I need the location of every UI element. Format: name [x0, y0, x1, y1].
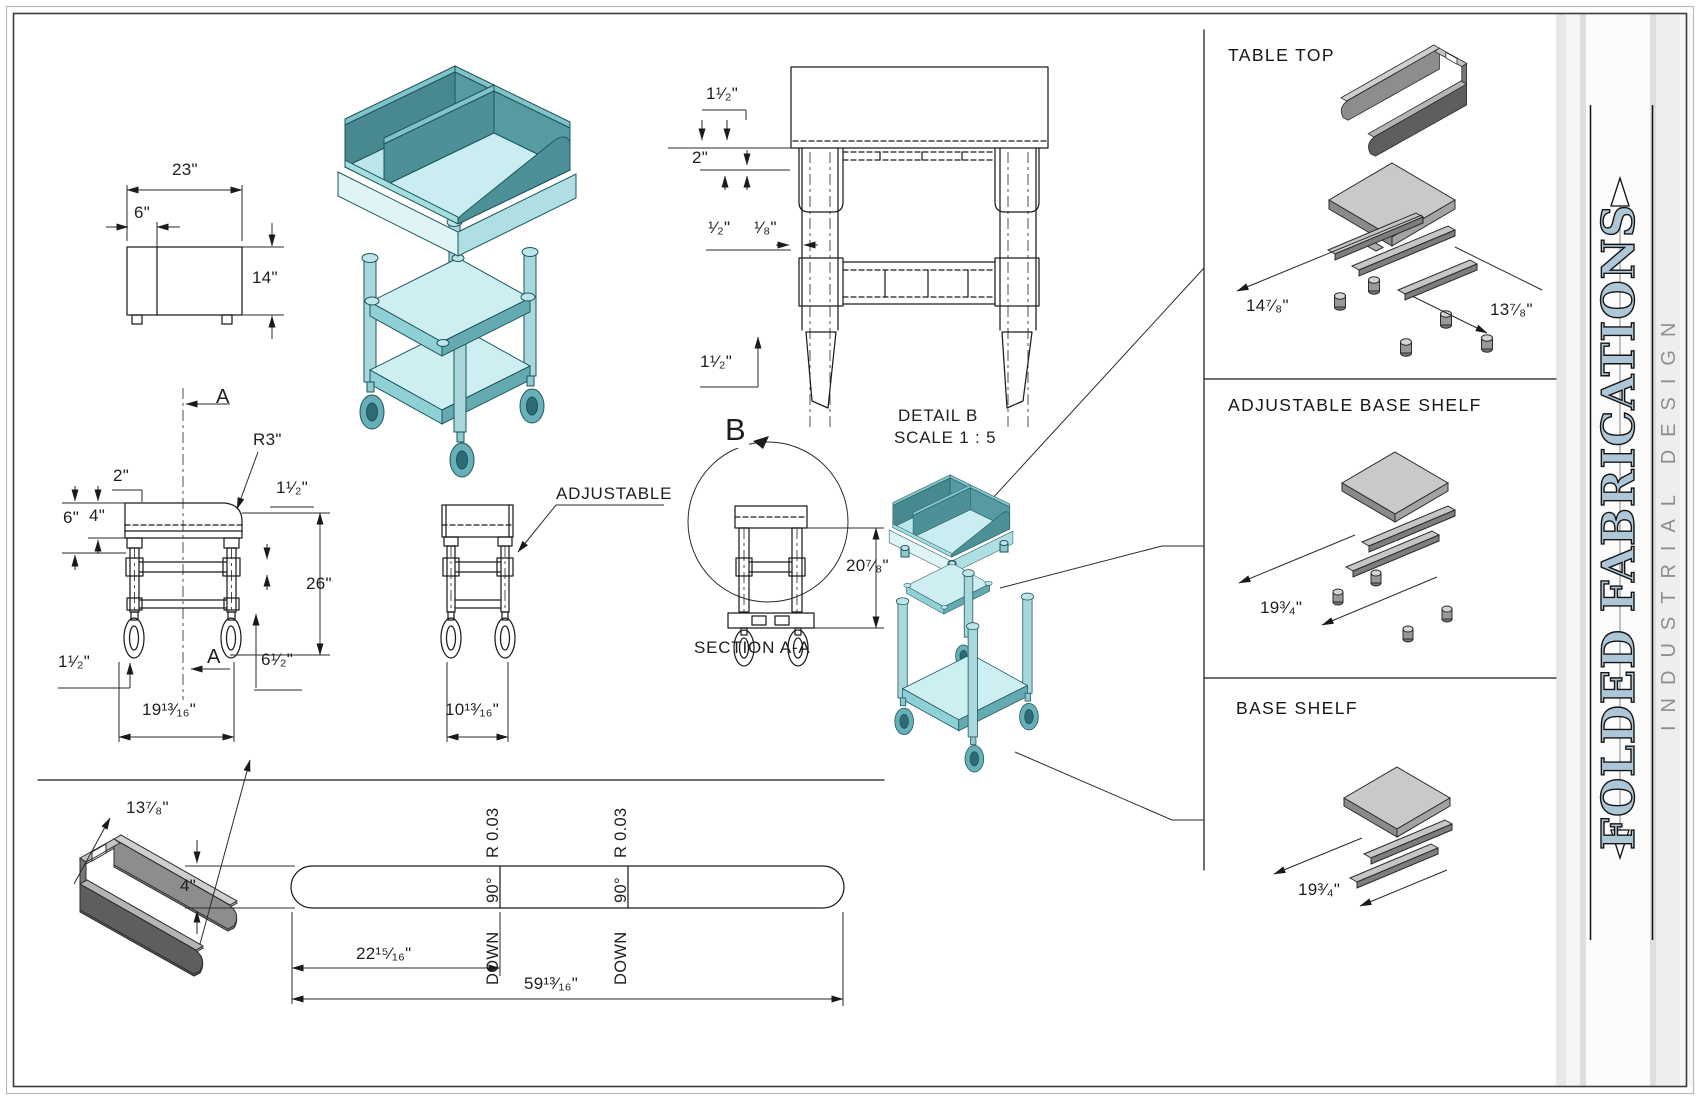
total-length-dim: 59¹³⁄₁₆": [524, 974, 579, 993]
base-shelf-width-dim: 19³⁄₄": [1298, 880, 1341, 899]
panel-title-adjustable-base-shelf: ADJUSTABLE BASE SHELF: [1228, 395, 1482, 415]
bend2-down-note: DOWN: [612, 931, 630, 985]
detail-view: [668, 66, 1049, 428]
table-top-depth-dim: 14⁷⁄₈": [1246, 296, 1289, 315]
detail-tube-size-dim: 2": [692, 148, 709, 167]
detail-bottom-gap-dim: 1¹⁄₂": [700, 352, 733, 371]
detail-circle-mark: B: [722, 412, 749, 448]
detail-half-gap-dim: ¹⁄₂": [708, 218, 731, 237]
front-top-inset-dim: 2": [113, 466, 130, 485]
bend1-down-note: DOWN: [484, 931, 502, 985]
table-top-width-dim: 13⁷⁄₈": [1490, 300, 1533, 319]
bend1-angle-note: 90°: [484, 877, 502, 903]
isometric-cart: [337, 65, 577, 478]
adjustable-callout: ADJUSTABLE: [556, 484, 673, 503]
bend2-angle-note: 90°: [612, 877, 630, 903]
strip-height-dim: 4": [180, 876, 197, 895]
adjustable-shelf-width-dim: 19³⁄₄": [1260, 598, 1303, 617]
bracket-width-dim: 13⁷⁄₈": [126, 798, 169, 817]
top-view-width-dim: 23": [172, 160, 198, 179]
front-corner-radius-callout: R3": [253, 430, 282, 449]
front-overall-height-dim: 26": [306, 574, 332, 593]
exploded-cart: [888, 267, 1205, 821]
section-arrow-label-top: A: [216, 386, 230, 408]
bend1-radius-note: R 0.03: [484, 807, 502, 858]
bend2-radius-note: R 0.03: [612, 807, 630, 858]
top-view-height-dim: 14": [252, 268, 278, 287]
section-caption: SECTION A-A: [694, 638, 811, 657]
first-bend-dim: 22¹⁵⁄₁₆": [356, 944, 412, 963]
section-arrow-label-bottom: A: [207, 646, 221, 668]
banner-linework: [1589, 105, 1654, 940]
side-overall-width-dim: 10¹³⁄₁₆": [445, 700, 500, 719]
cart-tray-top: [337, 65, 577, 257]
front-caster-height-dim: 1¹⁄₂": [58, 652, 91, 671]
panel-title-base-shelf: BASE SHELF: [1236, 698, 1358, 718]
front-left-inner-dim: 4": [89, 506, 106, 525]
detail-top-gap-dim: 1¹⁄₂": [706, 84, 739, 103]
folded-bracket-iso: [79, 834, 238, 975]
detail-scale-note: SCALE 1 : 5: [894, 428, 997, 447]
top-view: [106, 185, 284, 339]
adjustable-base-shelf-parts: [1238, 451, 1457, 643]
banner-arrow-up-icon: [1610, 175, 1630, 207]
front-left-outer-dim: 6": [63, 508, 80, 527]
top-view-offset-dim: 6": [134, 203, 151, 222]
company-tagline-text: INDUSTRIAL DESIGN: [1658, 309, 1680, 731]
detail-eighth-gap-dim: ¹⁄₈": [754, 218, 777, 237]
base-shelf-parts: [1273, 766, 1454, 907]
banner-arrow-down-icon: [1610, 829, 1630, 861]
front-view: [58, 388, 330, 742]
front-overall-width-dim: 19¹³⁄₁₆": [142, 700, 197, 719]
panel-title-table-top: TABLE TOP: [1228, 45, 1335, 65]
front-right-top-dim: 1¹⁄₂": [276, 478, 309, 497]
detail-caption: DETAIL B: [898, 406, 979, 425]
flat-pattern: [37, 759, 885, 1006]
cart-adjustable-shelf: [364, 254, 536, 357]
company-logo-text: FOLDED FABRICATIONS: [1591, 203, 1645, 851]
standoff-cylinders: [1334, 276, 1493, 357]
sheet-frame: [5, 5, 1695, 1095]
section-view: [687, 436, 884, 667]
section-inner-height-dim: 20⁷⁄₈": [846, 556, 889, 575]
parts-panel: [78, 29, 1557, 977]
side-view: [440, 504, 664, 742]
front-shelf-height-dim: 6¹⁄₂": [261, 650, 294, 669]
table-top-parts: [78, 44, 1543, 977]
